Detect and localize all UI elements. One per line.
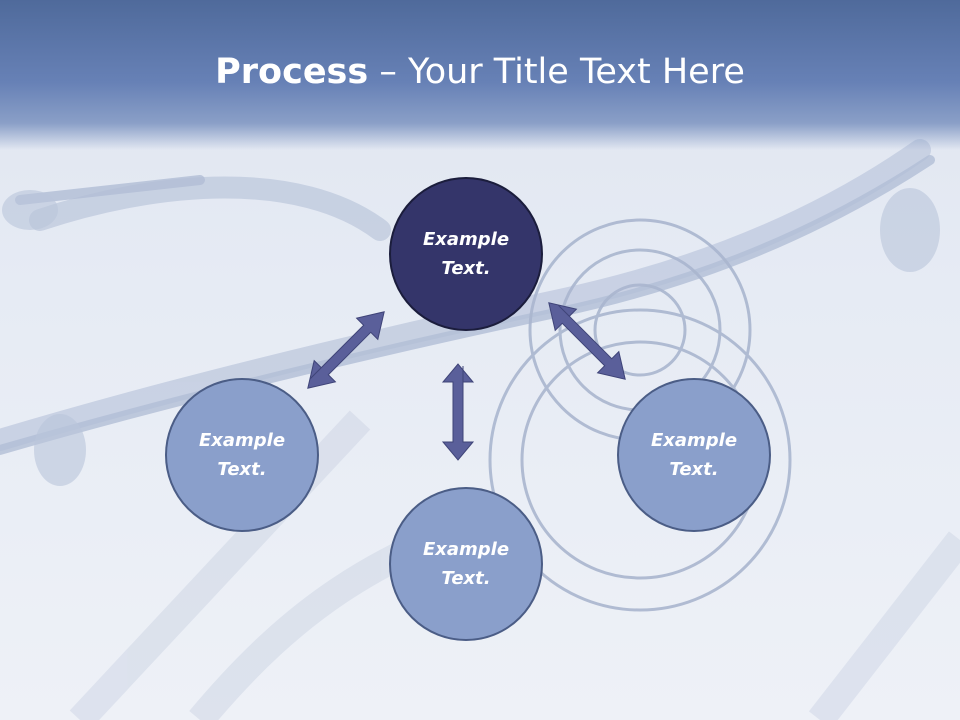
process-node-bottom: Example Text. [389,487,543,641]
title-bar [0,0,960,150]
title-rest: – Your Title Text Here [368,52,745,92]
node-text-line2: Text. [669,459,719,480]
node-text-line2: Text. [217,459,267,480]
process-node-top: Example Text. [389,177,543,331]
node-text-line2: Text. [441,568,491,589]
node-text-line1: Example [422,539,510,560]
process-node-left: Example Text. [165,378,319,532]
node-text-line1: Example [650,430,738,451]
process-node-right: Example Text. [617,378,771,532]
slide-title: Process – Your Title Text Here [0,52,960,92]
title-bold: Process [215,52,369,92]
double-arrow-right-icon [548,302,626,380]
node-text-line2: Text. [441,258,491,279]
double-arrow-left-icon [307,311,385,389]
node-text-line1: Example [422,229,510,250]
node-text-line1: Example [198,430,286,451]
double-arrow-vertical-icon [441,363,475,461]
